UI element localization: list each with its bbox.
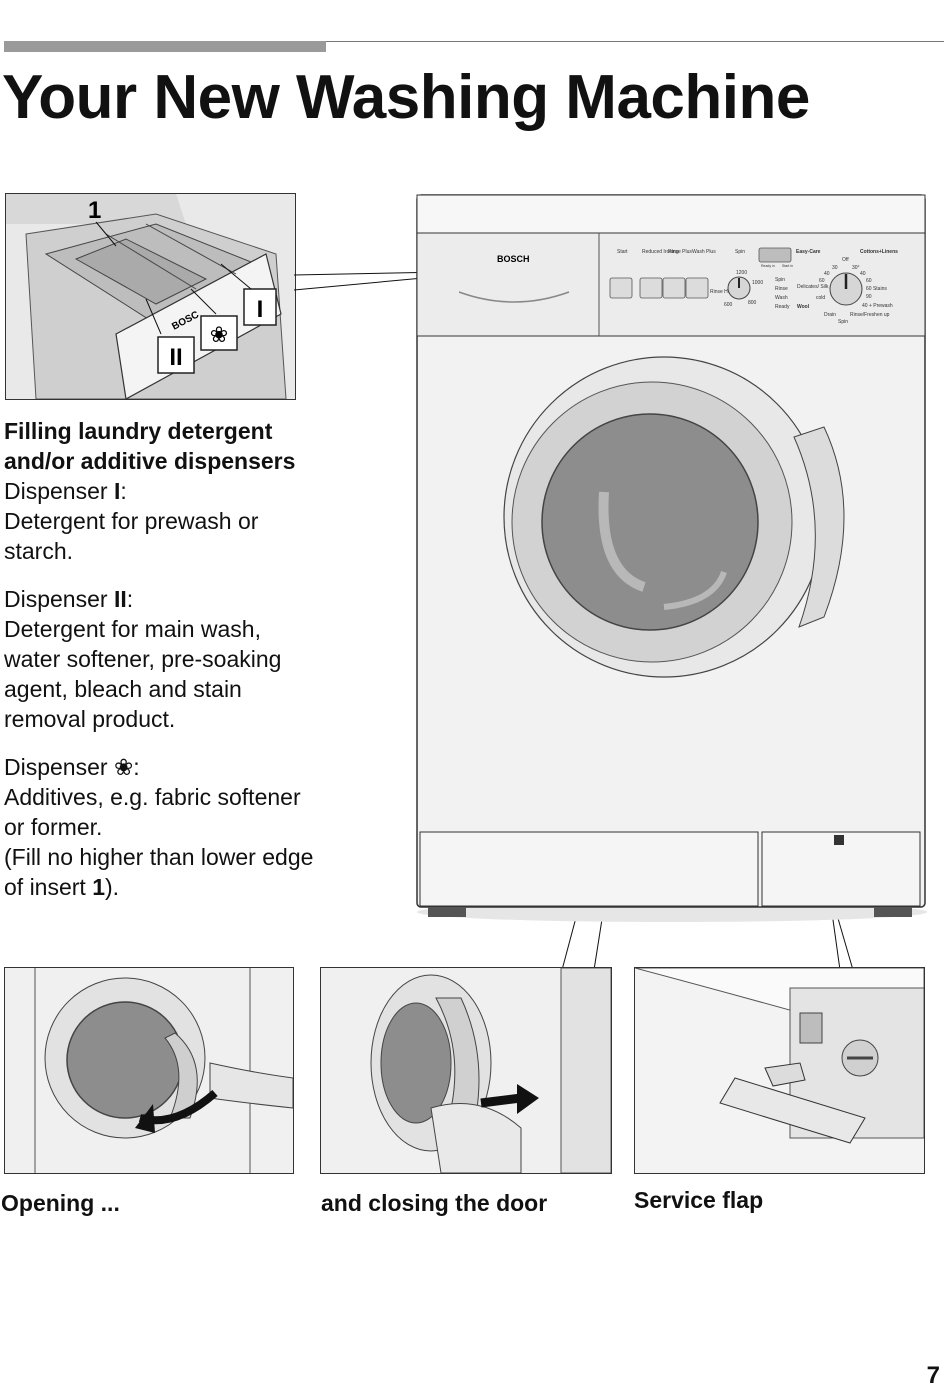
label-insert: 1 bbox=[88, 197, 101, 224]
dispenser-detail-figure: BOSC ❀ II I 1 bbox=[5, 193, 296, 400]
dispenser-II-description: Detergent for main wash, water softener,… bbox=[4, 616, 282, 732]
program-wool: Wool bbox=[797, 304, 810, 310]
button-label-reduced-ironing: Reduced Ironing bbox=[642, 249, 679, 255]
status-ready: Ready bbox=[775, 304, 790, 310]
program-off: Off bbox=[842, 257, 849, 263]
display-ready-in: Ready in bbox=[761, 264, 775, 268]
dispenser-flower-note: (Fill no higher than lower edge of inser… bbox=[4, 844, 314, 900]
status-rinse: Rinse bbox=[775, 286, 788, 292]
start-button bbox=[609, 277, 633, 299]
reduced-ironing-button bbox=[639, 277, 663, 299]
flower-icon: ❀ bbox=[210, 322, 228, 347]
caption-closing: and closing the door bbox=[321, 1190, 548, 1216]
temp-left-40: 40 bbox=[824, 271, 830, 277]
spin-600: 600 bbox=[724, 302, 733, 308]
wash-plus-button bbox=[685, 277, 709, 299]
temp-right-60-stains: 60 Stains bbox=[866, 286, 887, 292]
dispenser-illustration: BOSC ❀ II I 1 bbox=[6, 194, 295, 399]
display-start-in: Start in bbox=[782, 264, 793, 268]
detergent-instructions: Filling laundry detergent and/or additiv… bbox=[4, 416, 319, 902]
machine-brand: BOSCH bbox=[497, 254, 530, 264]
header-rule bbox=[4, 41, 944, 42]
section-heading-line2: and/or additive dispensers bbox=[4, 448, 296, 474]
closing-door-illustration bbox=[321, 968, 611, 1173]
opening-door-figure bbox=[4, 967, 294, 1174]
spin-800: 800 bbox=[748, 300, 757, 306]
button-label-wash-plus: Wash Plus bbox=[692, 249, 716, 255]
dispenser-II-title: Dispenser II: bbox=[4, 586, 134, 612]
program-rinse-freshen: Rinse/Freshen up bbox=[850, 312, 890, 318]
flower-icon: ❀ bbox=[113, 754, 134, 780]
caption-opening: Opening ... bbox=[1, 1190, 120, 1216]
program-drain: Drain bbox=[824, 312, 836, 318]
rinse-plus-button bbox=[662, 277, 686, 299]
caption-service-flap: Service flap bbox=[634, 1187, 764, 1213]
dispenser-flower-description: Additives, e.g. fabric softener or forme… bbox=[4, 784, 301, 840]
program-delicates: Delicates/ Silk bbox=[797, 284, 829, 290]
program-cold: cold bbox=[816, 295, 825, 301]
header-accent-bar bbox=[4, 41, 326, 52]
dispenser-flower-title: Dispenser ❀: bbox=[4, 754, 140, 780]
opening-door-illustration bbox=[5, 968, 293, 1173]
section-heading-line1: Filling laundry detergent bbox=[4, 418, 273, 444]
temp-right-prewash: 40 + Prewash bbox=[862, 303, 893, 309]
service-flap-figure bbox=[634, 967, 925, 1174]
temp-right-60: 60 bbox=[866, 278, 872, 284]
page-title: Your New Washing Machine bbox=[2, 63, 810, 132]
temp-right-30: 30° bbox=[852, 265, 860, 271]
spin-1000: 1000 bbox=[752, 280, 763, 286]
program-easy-care: Easy-Care bbox=[796, 249, 821, 255]
closing-door-figure bbox=[320, 967, 612, 1174]
temp-left-60: 60 bbox=[819, 278, 825, 284]
program-cottons: Cottons+Linens bbox=[860, 249, 898, 255]
label-II: II bbox=[169, 344, 182, 371]
status-spin: Spin bbox=[775, 277, 785, 283]
status-wash: Wash bbox=[775, 295, 788, 301]
spin-label: Spin bbox=[735, 249, 745, 255]
temp-left-30: 30 bbox=[832, 265, 838, 271]
rinse-hold-label: Rinse Hold bbox=[710, 289, 735, 295]
button-label-rinse-plus: Rinse Plus bbox=[668, 249, 692, 255]
temp-right-90: 90 bbox=[866, 294, 872, 300]
dispenser-I-description: Detergent for prewash or starch. bbox=[4, 508, 259, 564]
label-I: I bbox=[257, 296, 264, 323]
program-spin: Spin bbox=[838, 319, 848, 325]
washing-machine-illustration: BOSCH Start Reduced Ironing Rinse Plus W… bbox=[416, 194, 927, 922]
service-flap-illustration bbox=[635, 968, 924, 1173]
button-label-start: Start bbox=[617, 249, 628, 255]
page-number: 7 bbox=[926, 1362, 940, 1389]
temp-right-40: 40 bbox=[860, 271, 866, 277]
spin-1200: 1200 bbox=[736, 270, 747, 276]
dispenser-I-title: Dispenser I: bbox=[4, 478, 127, 504]
